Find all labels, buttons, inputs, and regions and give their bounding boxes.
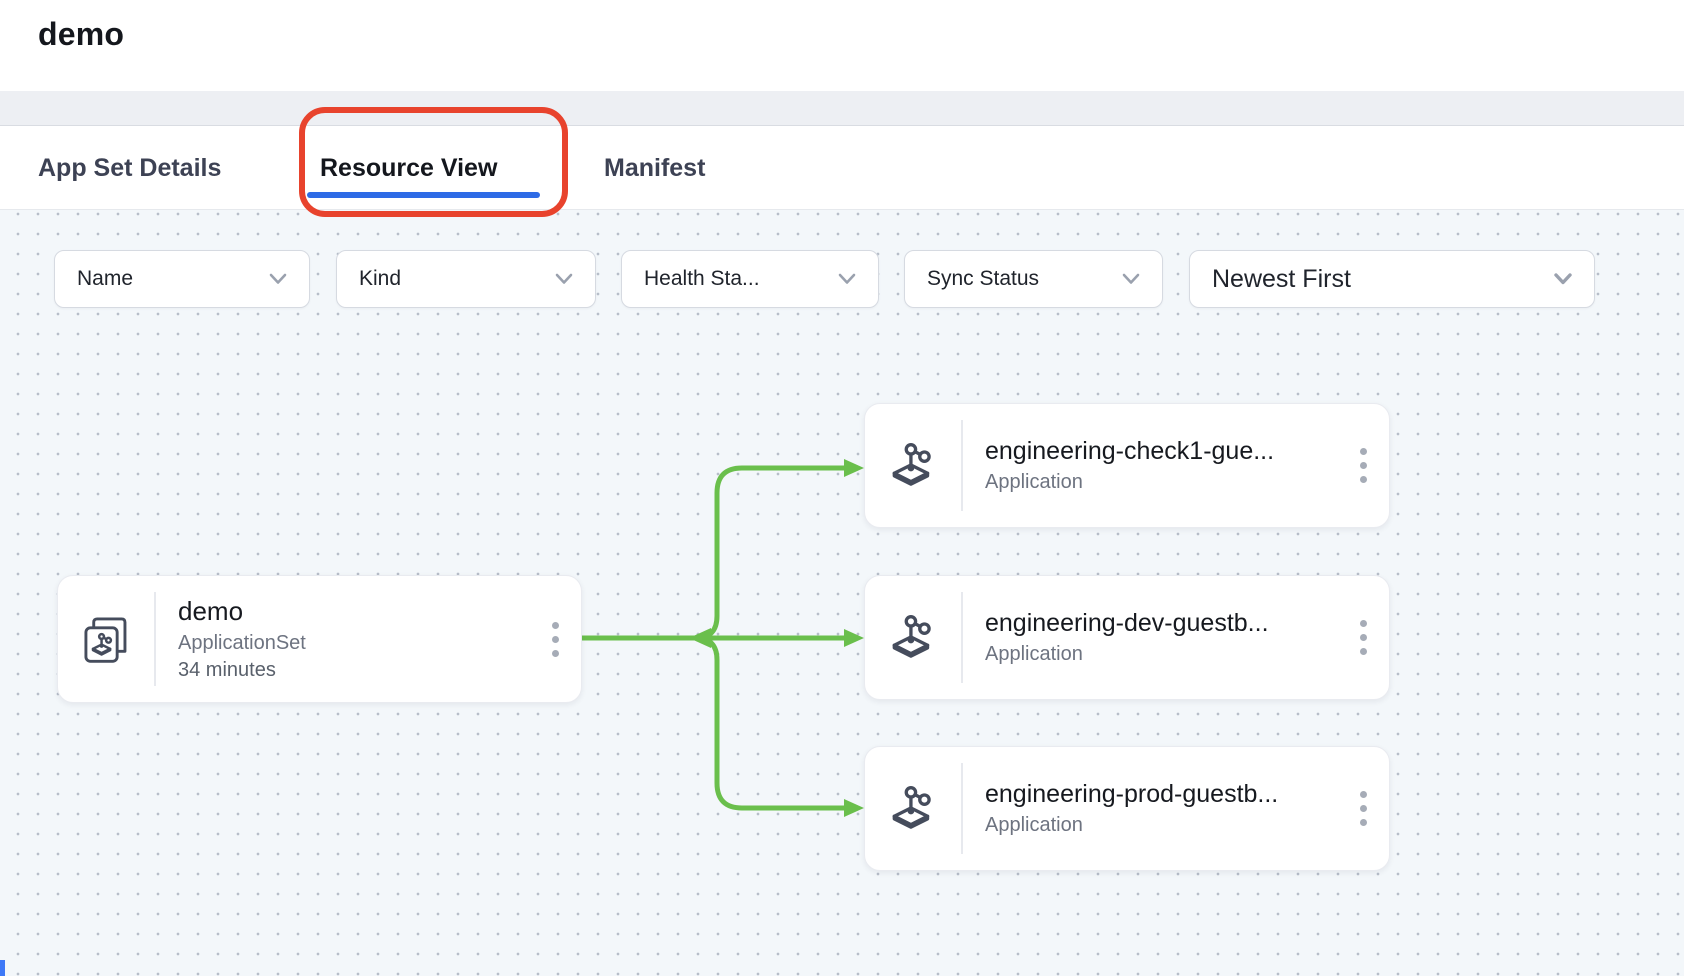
node-application-check1[interactable]: engineering-check1-gue... Application — [864, 403, 1390, 528]
tab-app-set-details-label: App Set Details — [38, 153, 222, 182]
tab-resource-view[interactable]: Resource View — [320, 126, 497, 210]
tab-app-set-details[interactable]: App Set Details — [38, 126, 221, 210]
edge-junction-arrowhead — [689, 628, 711, 648]
node-applicationset-demo[interactable]: demo ApplicationSet 34 minutes — [57, 575, 582, 703]
filter-sync-status-dropdown[interactable]: Sync Status — [904, 250, 1163, 308]
page-header: demo — [0, 0, 1684, 91]
node-divider — [154, 592, 156, 686]
node-menu-kebab-icon[interactable] — [1337, 747, 1389, 870]
edge-arrowhead-bottom — [844, 799, 864, 817]
node-kind: Application — [985, 814, 1083, 836]
node-menu-kebab-icon[interactable] — [1337, 576, 1389, 699]
resource-graph-canvas[interactable]: Name Kind Health Sta... Sync Status Newe… — [0, 210, 1684, 976]
chevron-down-icon — [269, 273, 287, 284]
node-divider — [961, 420, 963, 511]
node-kind: Application — [985, 643, 1083, 665]
application-icon — [865, 747, 961, 870]
tab-manifest[interactable]: Manifest — [604, 126, 705, 210]
filter-health-status-dropdown[interactable]: Health Sta... — [621, 250, 879, 308]
active-tab-underline — [307, 192, 540, 198]
header-divider-band — [0, 91, 1684, 126]
filter-sort-order-dropdown[interactable]: Newest First — [1189, 250, 1595, 308]
filter-health-status-label: Health Sta... — [644, 267, 760, 290]
page-title: demo — [38, 16, 125, 52]
tab-bar: App Set Details Resource View Manifest — [0, 126, 1684, 210]
chevron-down-icon — [1122, 273, 1140, 284]
edge-arrowhead-top — [844, 459, 864, 477]
tab-manifest-label: Manifest — [604, 153, 706, 182]
filter-sort-order-label: Newest First — [1212, 264, 1351, 293]
filter-name-dropdown[interactable]: Name — [54, 250, 310, 308]
node-divider — [961, 592, 963, 683]
filter-sync-status-label: Sync Status — [927, 267, 1040, 290]
node-title: engineering-check1-gue... — [985, 437, 1275, 465]
chevron-down-icon — [838, 273, 856, 284]
application-icon — [865, 576, 961, 699]
chevron-down-icon — [555, 273, 573, 284]
filter-kind-dropdown[interactable]: Kind — [336, 250, 596, 308]
edge-arrowhead-middle — [844, 629, 864, 647]
chevron-down-icon — [1554, 273, 1572, 285]
corner-accent-bar — [0, 960, 5, 976]
applicationset-icon — [58, 576, 154, 702]
node-title: engineering-prod-guestb... — [985, 780, 1279, 808]
edge-top — [693, 465, 851, 641]
node-menu-kebab-icon[interactable] — [1337, 404, 1389, 527]
node-kind: Application — [985, 471, 1083, 493]
node-kind: ApplicationSet — [178, 632, 306, 654]
filter-name-label: Name — [77, 267, 134, 290]
node-menu-kebab-icon[interactable] — [529, 576, 581, 702]
edge-bottom — [693, 635, 851, 811]
node-application-prod[interactable]: engineering-prod-guestb... Application — [864, 746, 1390, 871]
tab-resource-view-label: Resource View — [320, 153, 498, 182]
node-age: 34 minutes — [178, 659, 276, 681]
filter-kind-label: Kind — [359, 267, 402, 290]
node-divider — [961, 763, 963, 854]
node-title: demo — [178, 596, 244, 626]
application-icon — [865, 404, 961, 527]
node-application-dev[interactable]: engineering-dev-guestb... Application — [864, 575, 1390, 700]
node-title: engineering-dev-guestb... — [985, 609, 1269, 637]
